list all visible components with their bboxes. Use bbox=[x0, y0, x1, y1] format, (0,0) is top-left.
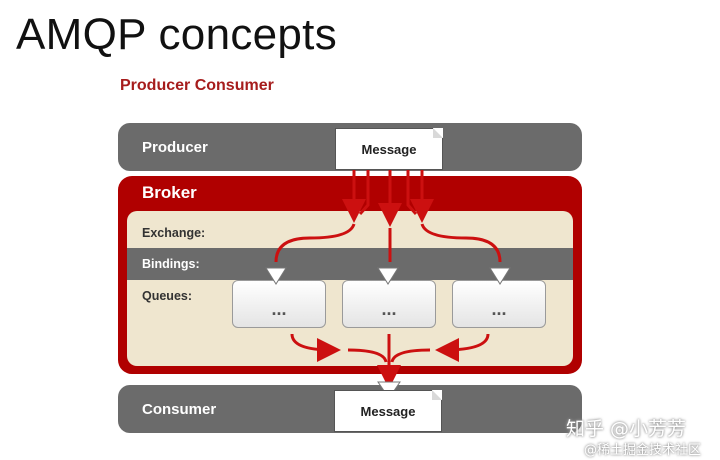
queue-box-3: ... bbox=[452, 280, 546, 328]
queue-box-2: ... bbox=[342, 280, 436, 328]
diagram-subtitle: Producer Consumer bbox=[120, 77, 274, 94]
binding-triangle-3 bbox=[489, 267, 511, 285]
watermark-line-2: @稀土掘金技术社区 bbox=[584, 443, 702, 458]
queue-box-1: ... bbox=[232, 280, 326, 328]
page-fold-icon bbox=[433, 128, 443, 138]
exchange-label: Exchange: bbox=[142, 226, 206, 240]
producer-label: Producer bbox=[142, 139, 208, 156]
page-title: AMQP concepts bbox=[16, 10, 338, 59]
binding-triangle-1 bbox=[265, 267, 287, 285]
binding-triangle-2 bbox=[377, 267, 399, 285]
queues-label: Queues: bbox=[142, 289, 193, 303]
consumer-label: Consumer bbox=[142, 401, 217, 418]
consumer-message-text: Message bbox=[360, 403, 416, 419]
broker-label: Broker bbox=[142, 183, 197, 202]
producer-message-card: Message bbox=[335, 128, 443, 170]
watermark-line-1: 知乎 @小芳芳 bbox=[566, 418, 687, 440]
bindings-label: Bindings: bbox=[142, 257, 200, 271]
producer-message-text: Message bbox=[361, 141, 417, 157]
page-fold-icon bbox=[432, 390, 442, 400]
consumer-message-card: Message bbox=[334, 390, 442, 432]
